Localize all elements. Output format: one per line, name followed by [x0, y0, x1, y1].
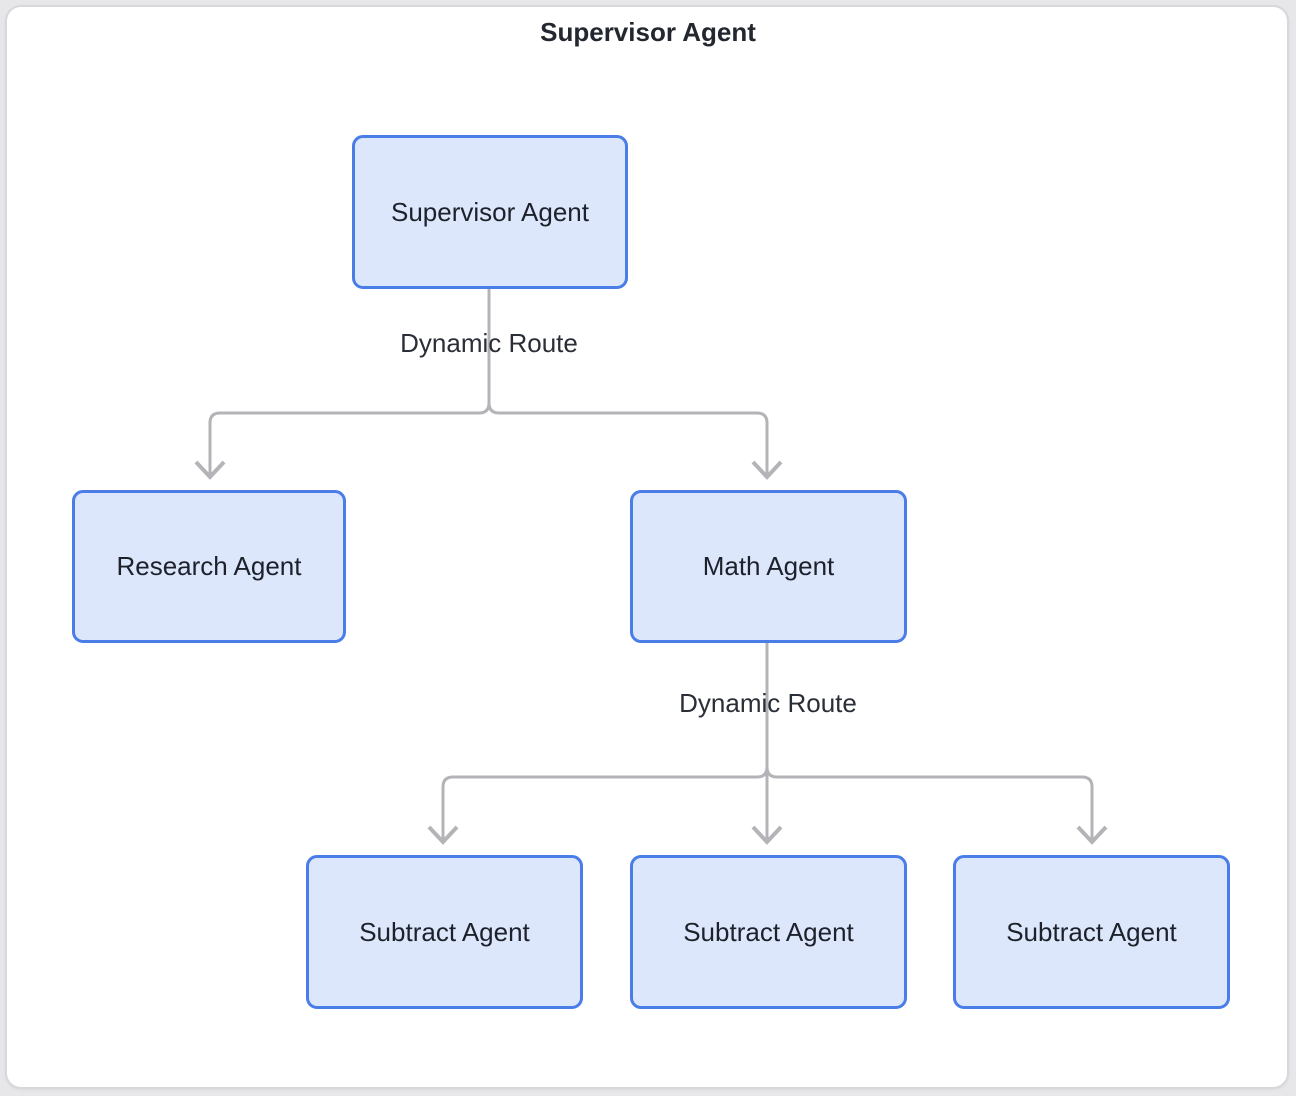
node-label: Math Agent	[702, 551, 835, 581]
node-label: Supervisor Agent	[390, 196, 589, 227]
node-research-agent: Research Agent	[72, 490, 346, 643]
diagram-title: Supervisor Agent	[540, 17, 756, 47]
node-subtract-agent-2: Subtract Agent	[630, 855, 907, 1009]
node-math-agent: Math Agent	[630, 490, 907, 643]
edge-label-dynamic-route-1: Dynamic Route	[400, 328, 578, 358]
node-subtract-agent-3: Subtract Agent	[953, 855, 1230, 1009]
node-label: Research Agent	[116, 551, 302, 581]
node-supervisor-agent: Supervisor Agent	[352, 135, 628, 289]
node-subtract-agent-1: Subtract Agent	[306, 855, 583, 1009]
node-label: Subtract Agent	[359, 916, 530, 947]
node-label: Subtract Agent	[1006, 916, 1177, 947]
node-label: Subtract Agent	[683, 916, 854, 947]
edge-label-dynamic-route-2: Dynamic Route	[679, 688, 857, 718]
